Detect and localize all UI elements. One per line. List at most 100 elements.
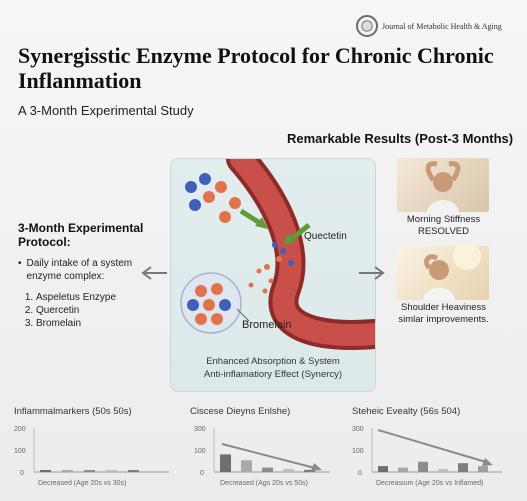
protocol-bullet-text: Daily intake of a system enzyme complex: — [26, 258, 133, 282]
trend-arrow-head — [482, 458, 493, 466]
bar — [438, 469, 448, 472]
particle — [262, 288, 268, 294]
protocol-bullet: • Daily intake of a system enzyme comple… — [18, 257, 153, 283]
bullet-dot-icon: • — [18, 258, 22, 269]
enzyme-blue — [189, 199, 201, 211]
person-stretching-photo — [397, 158, 489, 212]
y-tick: 0 — [358, 470, 362, 477]
protocol-item: Aspeletus Enzype — [36, 291, 153, 304]
enzyme-blue — [219, 299, 231, 311]
synergy-caption-line1: Enhanced Absorption & System — [206, 356, 340, 367]
mini-chart-title: Inflammalmarkers (50s 50s) — [14, 406, 132, 417]
journal-seal-icon — [356, 15, 378, 37]
trend-arrow — [221, 443, 316, 469]
enzyme-orange — [211, 283, 223, 295]
result-shoulder-heaviness: Shoulder Heaviness simlar improvements. — [380, 302, 507, 326]
y-tick: 100 — [14, 448, 26, 455]
y-tick: 100 — [352, 448, 364, 455]
particle — [276, 256, 282, 262]
mini-chart-xlabel: Decreased (Ags 20s vs 50s) — [220, 480, 308, 487]
bar — [241, 460, 252, 472]
result-morning-stiffness: Morning Stiffness RESOLVED — [380, 214, 507, 238]
bar — [378, 466, 388, 472]
bar — [262, 467, 273, 472]
y-tick: 100 — [194, 448, 206, 455]
bar — [283, 469, 294, 472]
trend-arrow-head — [311, 463, 322, 471]
result-line2: simlar improvements. — [398, 314, 489, 325]
protocol-item: Bromelain — [36, 317, 153, 330]
blood-vessel-inner — [230, 159, 375, 346]
person-shoulder-photo — [397, 246, 489, 300]
quercetin-arrow — [287, 223, 311, 243]
synergy-caption-line2: Anti-inflamatiory Effect (Synercy) — [203, 369, 343, 380]
y-tick: 0 — [200, 470, 204, 477]
bar — [304, 469, 315, 472]
quercetin-arrow-head — [283, 233, 295, 245]
mini-chart-title: Steheic Evealty (56s 504) — [352, 406, 461, 417]
mechanism-illustration — [180, 159, 375, 350]
enzyme-orange — [229, 197, 241, 209]
journal-name: Journal of Metabolic Health & Aging — [382, 21, 502, 31]
mechanism-diagram: Quectetin Bromelain Enhanced Absorption … — [170, 158, 376, 392]
y-tick: 300 — [352, 426, 364, 433]
mini-chart-title: Ciscese Dieyns Enlshe) — [190, 406, 291, 417]
bromelain-label: Bromelain — [242, 319, 292, 331]
bar — [106, 470, 117, 472]
particle — [256, 268, 262, 274]
mini-chart-plot: 300 100 0 — [194, 426, 330, 477]
protocol-item: Quercetin — [36, 304, 153, 317]
bar — [220, 454, 231, 472]
bar — [398, 467, 408, 472]
protocol-heading: 3-Month Experimental Protocol: — [18, 221, 144, 249]
particle — [272, 242, 278, 248]
mini-chart-vitality: Steheic Evealty (56s 504) 300 100 0 Decr… — [352, 406, 522, 496]
bar — [478, 466, 488, 472]
mini-chart-plot: 200 100 0 — [14, 426, 169, 477]
mini-chart-xlabel: Decreased (Age 20s vs 30s) — [38, 480, 127, 487]
results-heading: Remarkable Results (Post-3 Months) — [287, 131, 514, 146]
trend-arrow — [377, 429, 487, 463]
enzyme-orange — [211, 313, 223, 325]
result-line1: Shoulder Heaviness — [400, 302, 487, 313]
y-tick: 300 — [194, 426, 206, 433]
quercetin-label: Quectetin — [304, 231, 347, 242]
enzyme-blue — [199, 173, 211, 185]
particle — [264, 264, 270, 270]
protocol-section: 3-Month Experimental Protocol: • Daily i… — [18, 221, 153, 330]
page-title: Synergisstic Enzyme Protocol for Chronic… — [18, 43, 494, 93]
particle — [268, 278, 274, 284]
enzyme-blue — [187, 299, 199, 311]
enzyme-blue — [185, 181, 197, 193]
mini-chart-disease: Ciscese Dieyns Enlshe) 300 100 0 Decreas… — [190, 406, 360, 496]
y-tick: 0 — [20, 470, 24, 477]
result-line1: Morning Stiffness — [406, 214, 481, 225]
bar — [84, 470, 95, 472]
journal-logo: Journal of Metabolic Health & Aging — [356, 15, 512, 37]
page-subtitle: A 3-Month Experimental Study — [18, 103, 194, 118]
result-line2: RESOLVED — [417, 226, 470, 237]
bromelain-pointer — [236, 308, 250, 322]
mini-chart-xlabel: Decreasium (Age 20s vs Inflamed) — [376, 480, 484, 487]
enzyme-orange — [203, 299, 215, 311]
bar — [418, 461, 428, 472]
particle — [288, 260, 294, 266]
particle — [248, 282, 254, 288]
mini-chart-plot: 300 100 0 — [352, 426, 502, 477]
y-tick: 200 — [14, 426, 26, 433]
arrow-left-icon — [141, 266, 167, 280]
enzyme-orange — [203, 191, 215, 203]
bar — [128, 470, 139, 472]
bar — [40, 470, 51, 472]
arrow-right-icon — [359, 266, 385, 280]
bar — [62, 470, 73, 472]
enzyme-orange — [219, 211, 231, 223]
enzyme-orange — [195, 313, 207, 325]
enzyme-orange — [195, 285, 207, 297]
enzyme-orange — [215, 181, 227, 193]
absorption-arrow-head — [255, 217, 268, 229]
synergy-caption: Enhanced Absorption & System Anti-inflam… — [171, 355, 375, 381]
mini-chart-inflammation: Inflammalmarkers (50s 50s) 200 100 0 Dec… — [14, 406, 184, 496]
protocol-list: Aspeletus Enzype Quercetin Bromelain — [18, 291, 153, 330]
bar — [458, 463, 468, 472]
